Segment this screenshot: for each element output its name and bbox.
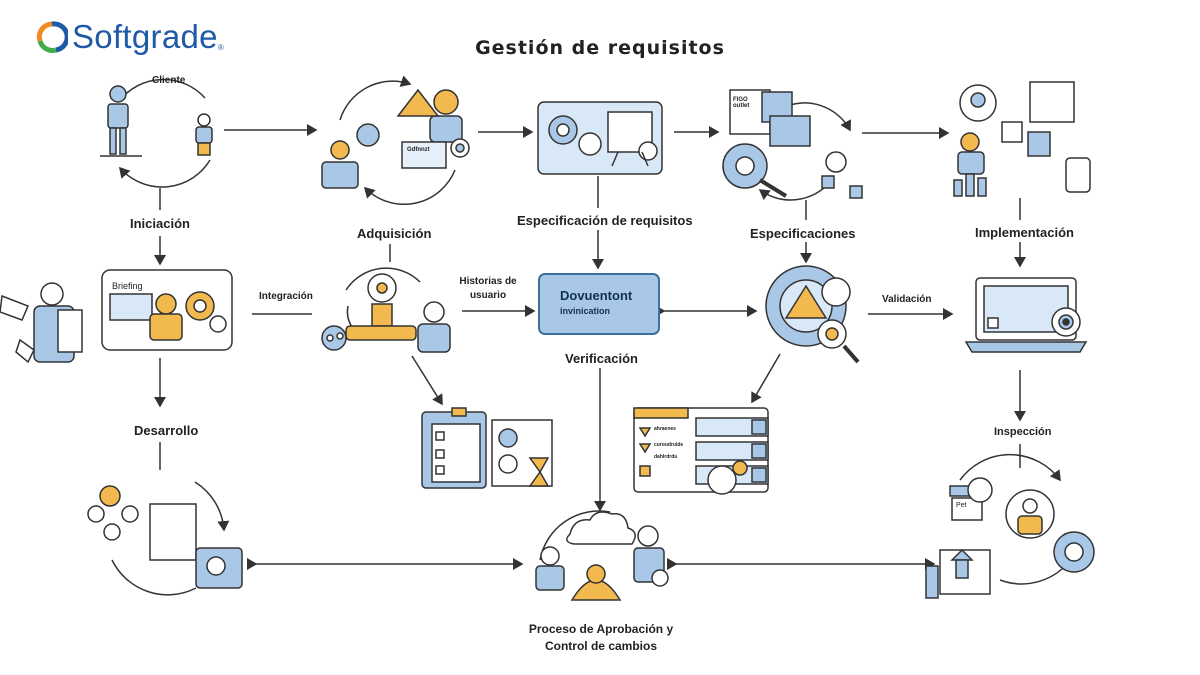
checklist-item-3: dahlrdrdu [654,454,678,460]
label-historias-usuario: Historias de usuario [456,276,520,301]
inspeccion-pet-text: Pet [956,502,967,509]
cycle-adquisicion [339,75,412,121]
cycle-proceso [539,510,611,561]
implementacion-illustration-icon [953,81,1091,197]
cycle-desarrollo-2 [194,481,230,532]
label-inspeccion: Inspección [994,426,1052,438]
label-especificacion-requisitos: Especificación de requisitos [517,213,693,228]
label-proceso-aprobacion: Proceso de Aprobación y Control de cambi… [500,622,702,653]
proceso-illustration-icon [535,511,669,601]
page-title: Gestión de requisitos [475,37,725,59]
cycle-desarrollo [111,559,197,596]
cycle-adquisicion-2 [363,169,456,206]
center-box-title: Dovuentont [560,288,633,303]
laptop-icon [964,277,1088,353]
label-verificacion: Verificación [565,351,638,366]
label-validacion: Validación [882,294,932,305]
inspeccion-illustration-icon [925,477,1095,599]
logo-name: Softgrade [72,18,218,55]
cycle-inspeccion [959,453,1061,482]
arrow-integracion-checklist [411,355,443,406]
especificaciones-illustration-icon [722,89,863,199]
label-integracion: Integración [259,291,313,302]
label-desarrollo: Desarrollo [134,423,199,438]
label-iniciacion: Iniciación [130,216,190,231]
cycle-cliente-2 [119,159,211,188]
logo-mark-icon [36,21,68,53]
clipboard-checklist-icon [421,407,553,489]
cliente-illustration-icon [100,85,213,157]
label-historias-line2: usuario [469,290,507,301]
integracion-illustration-icon [321,273,451,353]
briefing-box-icon [101,269,233,351]
checklist-item-1: ahraenes [654,426,676,432]
label-historias-line1: Historias de [459,276,517,287]
logo-registered-mark: ® [217,43,224,52]
checklist-item-2: curoudrulde [654,442,684,448]
especificaciones-note-text: FIGO outlet [733,97,750,109]
softgrade-logo: Softgrade ® [36,18,224,56]
label-cliente: Cliente [152,75,186,86]
arrow-gear-checklist [751,353,781,404]
desarrollo-illustration-icon [87,485,243,589]
cycle-cliente [119,78,206,101]
center-box-subtitle: invinication [560,306,611,316]
label-especificaciones: Especificaciones [750,226,856,241]
gear-magnifier-icon [765,265,860,364]
connectors [111,75,1073,596]
label-proceso-line2: Control de cambios [544,639,657,653]
robot-person-icon [0,282,83,364]
label-proceso-line1: Proceso de Aprobación y [528,622,674,636]
label-implementacion: Implementación [975,225,1074,240]
briefing-text: Briefing [112,281,143,291]
cycle-integracion [345,267,421,291]
label-adquisicion: Adquisición [357,226,432,241]
adquisicion-window-text: Gdfnnzt [407,147,430,153]
adquisicion-illustration-icon [321,88,470,189]
especificacion-board-icon [537,101,663,175]
checklist-panel-icon [633,407,769,495]
center-document-box: Dovuentont invinication [538,273,660,335]
